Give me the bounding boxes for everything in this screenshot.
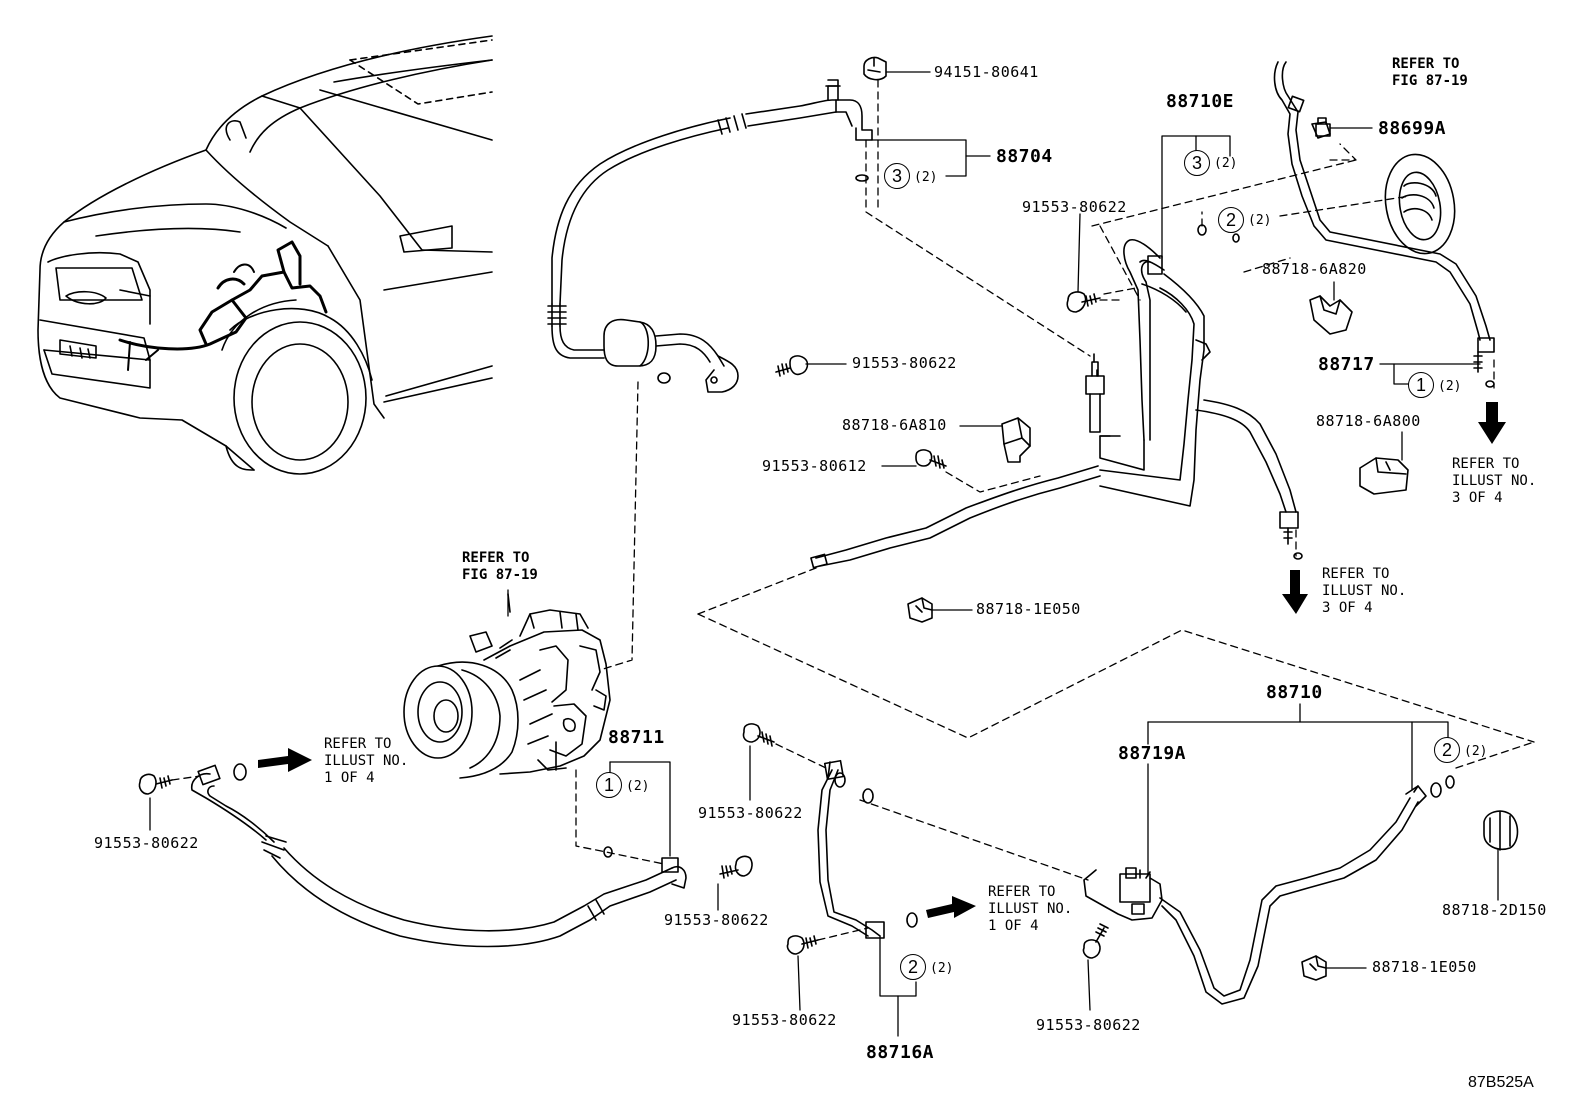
callout-circle: 1 <box>1408 372 1434 398</box>
part-label: 91553-80622 <box>1022 198 1127 216</box>
pipe-88710 <box>1083 775 1455 1005</box>
refer-fig-note: REFER TO FIG 87-19 <box>462 550 538 583</box>
refer-fig-note: REFER TO FIG 87-19 <box>1392 56 1468 89</box>
refer-illust-note: REFER TO ILLUST NO. 1 OF 4 <box>324 736 409 786</box>
part-label: 91553-80622 <box>852 354 957 372</box>
part-label: 94151-80641 <box>934 63 1039 81</box>
part-label: 88711 <box>608 727 665 748</box>
part-label: 88718-1E050 <box>1372 958 1477 976</box>
callout-circle: 3 <box>1184 150 1210 176</box>
part-label: 88718-6A800 <box>1316 412 1421 430</box>
suction-hose-88704 <box>547 79 873 393</box>
part-label: 91553-80622 <box>664 911 769 929</box>
callout-circle: 3 <box>884 163 910 189</box>
refer-illust-note: REFER TO ILLUST NO. 1 OF 4 <box>988 884 1073 934</box>
callout-circle: 2 <box>900 954 926 980</box>
tube-88716a <box>817 759 918 939</box>
part-label: 88710E <box>1166 91 1235 112</box>
callout-quantity: (2) <box>626 779 650 794</box>
part-label: 88704 <box>996 146 1053 167</box>
refer-illust-note: REFER TO ILLUST NO. 3 OF 4 <box>1452 456 1537 506</box>
leader-lines <box>149 71 1499 1037</box>
part-label: 88710 <box>1266 682 1323 703</box>
refer-illust-note: REFER TO ILLUST NO. 3 OF 4 <box>1322 566 1407 616</box>
callout-quantity: (2) <box>1438 379 1462 394</box>
discharge-hose-88711 <box>190 763 687 948</box>
part-label: 88716A <box>866 1042 935 1063</box>
part-label: 88718-6A810 <box>842 416 947 434</box>
part-label: 88718-6A820 <box>1262 260 1367 278</box>
part-label: 91553-80622 <box>1036 1016 1141 1034</box>
callout-circle: 1 <box>596 772 622 798</box>
callout-quantity: (2) <box>1214 156 1238 171</box>
callout-quantity: (2) <box>1464 744 1488 759</box>
part-label: 88718-1E050 <box>976 600 1081 618</box>
part-label: 91553-80622 <box>698 804 803 822</box>
vehicle-illustration <box>37 35 493 475</box>
part-label: 88699A <box>1378 118 1447 139</box>
tube-88717 <box>1273 61 1495 495</box>
figure-code: 87B525A <box>1468 1074 1534 1091</box>
callout-quantity: (2) <box>914 170 938 185</box>
callout-quantity: (2) <box>930 961 954 976</box>
part-label: 88718-2D150 <box>1442 901 1547 919</box>
arrows <box>258 402 1506 918</box>
part-label: 88719A <box>1118 743 1187 764</box>
part-label: 91553-80622 <box>732 1011 837 1029</box>
reference-lines <box>171 79 1535 941</box>
callout-circle: 2 <box>1218 207 1244 233</box>
part-label: 91553-80612 <box>762 457 867 475</box>
pipe-88710e <box>810 238 1299 569</box>
part-label: 88717 <box>1318 354 1375 375</box>
callout-quantity: (2) <box>1248 213 1272 228</box>
part-label: 91553-80622 <box>94 834 199 852</box>
fasteners <box>138 56 1519 981</box>
callout-circle: 2 <box>1434 737 1460 763</box>
compressor <box>403 593 611 779</box>
